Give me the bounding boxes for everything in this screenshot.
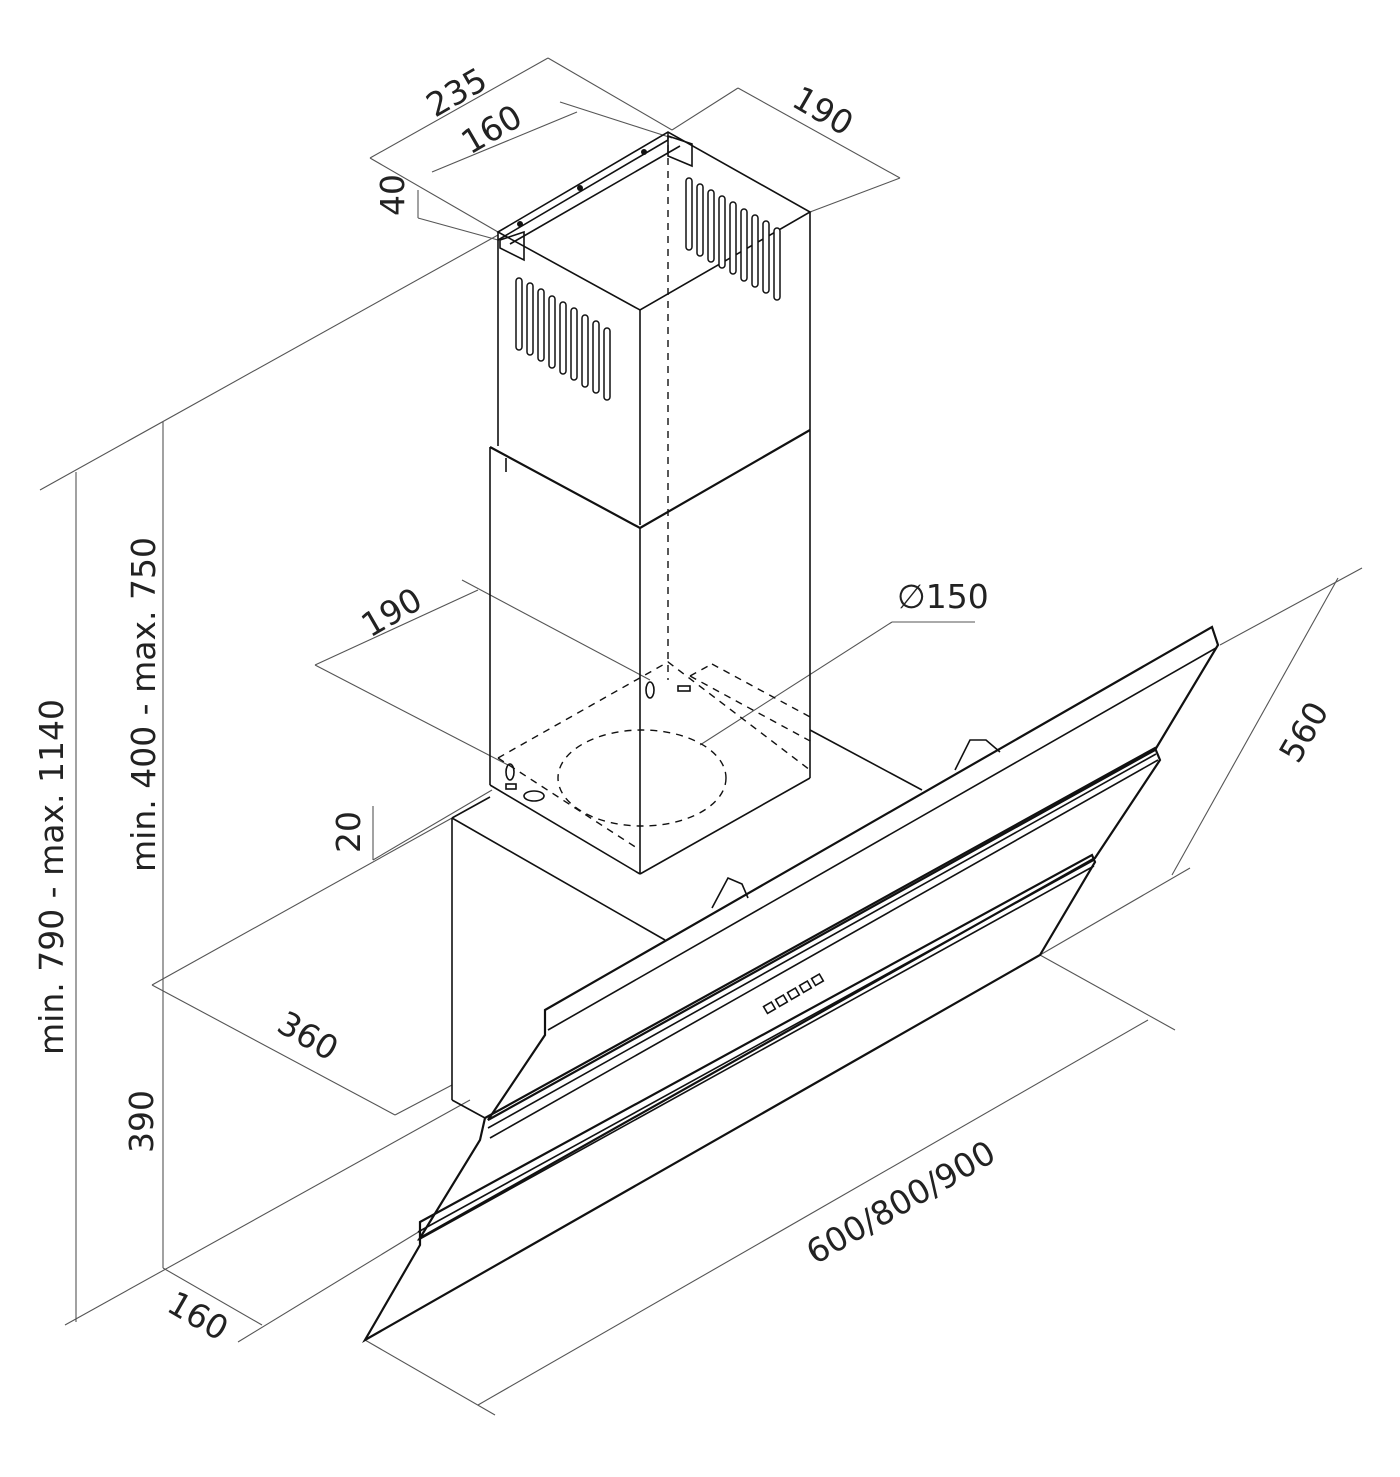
dim-190-top: 190 — [786, 78, 860, 143]
dimension-lines — [39, 57, 1363, 1416]
dim-360: 360 — [271, 1003, 345, 1068]
glass-panels — [362, 625, 1220, 1343]
dim-190-lower: 190 — [355, 580, 429, 645]
dimension-labels: 235 160 40 190 190 ∅150 min. 400 - max. … — [32, 60, 1336, 1349]
dim-diameter-150: ∅150 — [897, 577, 989, 616]
chimney-upper — [496, 131, 812, 680]
dim-160-base: 160 — [161, 1283, 235, 1348]
control-buttons — [762, 972, 825, 1015]
dim-total-height: min. 790 - max. 1140 — [32, 699, 71, 1055]
dim-390: 390 — [122, 1090, 161, 1153]
left-vent-slots — [515, 277, 611, 401]
hood-body — [451, 729, 1001, 1119]
chimney-lower — [489, 429, 813, 875]
dim-20: 20 — [329, 811, 368, 853]
dim-40: 40 — [373, 174, 412, 216]
dim-560: 560 — [1271, 695, 1336, 769]
dim-chimney-height: min. 400 - max. 750 — [124, 537, 163, 872]
right-vent-slots — [685, 177, 781, 301]
